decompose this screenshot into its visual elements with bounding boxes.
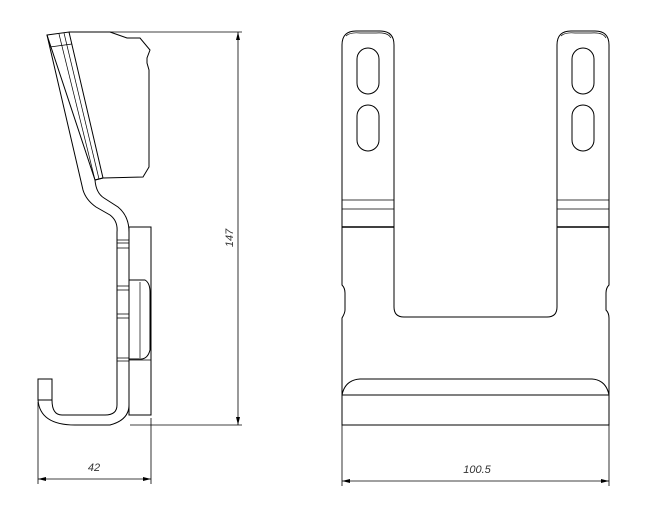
slanted-arm	[46, 31, 104, 181]
slots-right-prong	[571, 47, 595, 152]
u-bracket-outline	[341, 30, 610, 426]
bend-lines	[342, 199, 609, 228]
side-view: 147 42	[37, 31, 242, 484]
bent-strip-and-hook	[37, 34, 130, 426]
slots-left-prong	[356, 47, 380, 152]
dimension-height-label: 147	[224, 228, 236, 247]
dimension-width-label: 100.5	[463, 464, 491, 476]
clamp-block	[128, 226, 152, 416]
front-view: 100.5	[341, 30, 610, 486]
hook-lip	[341, 378, 610, 396]
dimension-depth-label: 42	[88, 462, 100, 474]
dimension-depth: 42	[37, 402, 152, 484]
mounted-device-outline	[69, 31, 151, 181]
dimension-width: 100.5	[341, 425, 610, 486]
dimension-height: 147	[110, 31, 242, 426]
